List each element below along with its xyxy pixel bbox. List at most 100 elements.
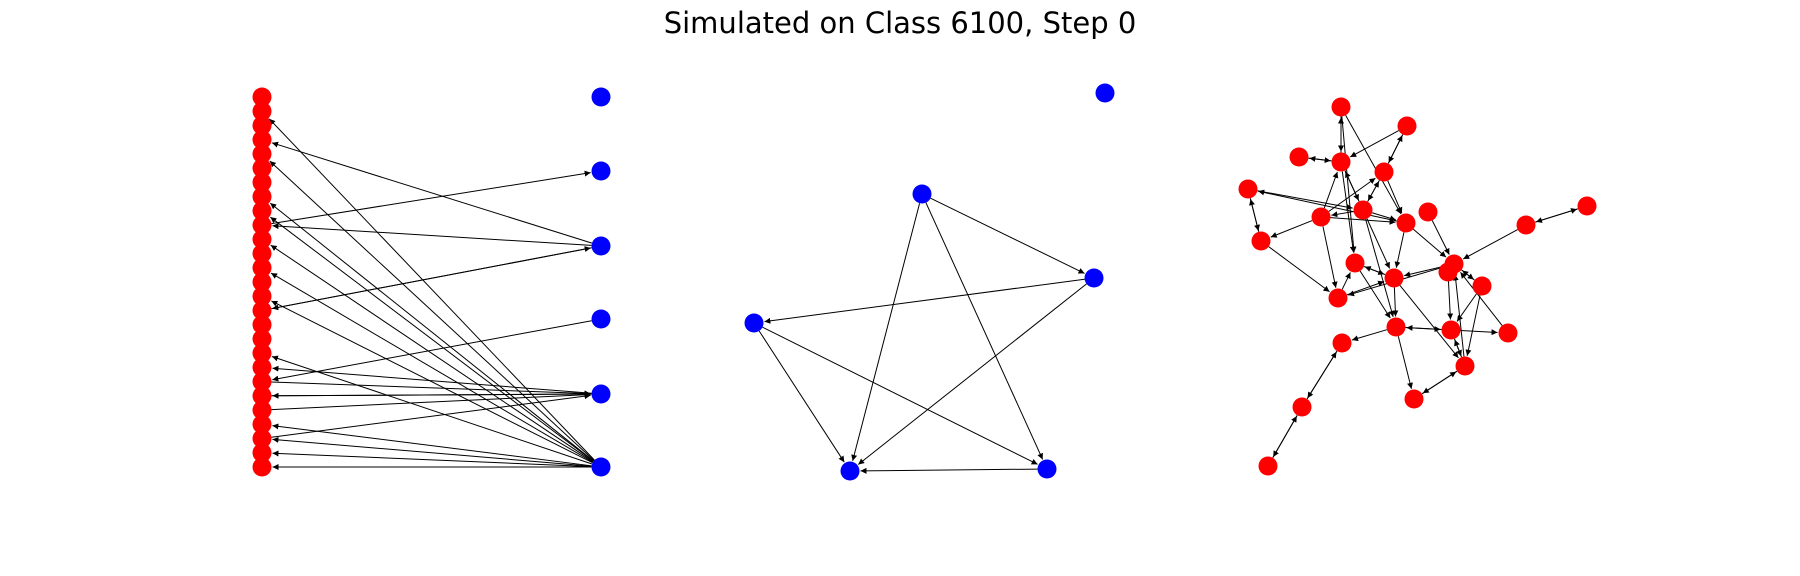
bipartite-edge bbox=[272, 223, 592, 246]
bipartite-node bbox=[252, 343, 272, 363]
blue-graph-edge bbox=[860, 467, 1038, 474]
bipartite-node bbox=[252, 414, 272, 434]
bipartite-edge bbox=[271, 393, 591, 438]
red-graph-node bbox=[1292, 397, 1312, 417]
bipartite-edge bbox=[272, 450, 592, 468]
bipartite-node bbox=[591, 384, 611, 404]
bipartite-edge bbox=[271, 391, 591, 398]
bipartite-edge bbox=[272, 423, 592, 467]
red-graph-node bbox=[1386, 317, 1406, 337]
bipartite-edge bbox=[272, 365, 592, 394]
bipartite-node bbox=[591, 161, 611, 181]
bipartite-node bbox=[252, 115, 272, 135]
red-graph-edge bbox=[1367, 180, 1380, 202]
bipartite-edge bbox=[271, 355, 593, 465]
bipartite-node bbox=[252, 101, 272, 121]
bipartite-node bbox=[252, 158, 272, 178]
red-graph-node bbox=[1441, 320, 1461, 340]
blue-graph-node bbox=[840, 461, 860, 481]
bipartite-node bbox=[252, 244, 272, 264]
red-graph-node bbox=[1331, 97, 1351, 117]
red-graph-edge bbox=[1394, 232, 1405, 268]
blue-graph-edge bbox=[762, 326, 1038, 465]
bipartite-edge bbox=[271, 246, 591, 310]
red-graph-edge bbox=[1397, 336, 1413, 389]
bipartite-node bbox=[252, 215, 272, 235]
bipartite-node bbox=[252, 258, 272, 278]
red-graph-node bbox=[1577, 196, 1597, 216]
red-graph-edge bbox=[1399, 285, 1459, 359]
red-graph-node bbox=[1332, 333, 1352, 353]
red-graph-edge bbox=[1270, 220, 1313, 238]
red-graph-edge bbox=[1306, 351, 1337, 400]
red-graph-edge bbox=[1331, 211, 1354, 218]
red-graph-edge bbox=[1349, 130, 1399, 158]
red-graph-edge bbox=[1387, 180, 1403, 214]
red-graph-edge bbox=[1322, 226, 1338, 288]
bipartite-node bbox=[252, 229, 272, 249]
red-graph-edge bbox=[1371, 212, 1397, 222]
bipartite-edge bbox=[271, 141, 593, 244]
red-graph-edge bbox=[1387, 135, 1403, 164]
figure-title: Simulated on Class 6100, Step 0 bbox=[663, 6, 1137, 40]
bipartite-node bbox=[252, 300, 272, 320]
red-graph-edge bbox=[1351, 329, 1388, 342]
red-graph-edge bbox=[1249, 199, 1260, 232]
red-graph-edge bbox=[1323, 171, 1339, 209]
red-graph-edge bbox=[1365, 219, 1395, 318]
red-graph-node bbox=[1289, 147, 1309, 167]
bipartite-node bbox=[252, 144, 272, 164]
red-graph-edge bbox=[1257, 190, 1353, 210]
red-graph-edge bbox=[1359, 270, 1391, 319]
red-graph-edge bbox=[1272, 414, 1298, 458]
red-graph-edge bbox=[1392, 287, 1399, 317]
bipartite-node bbox=[252, 372, 272, 392]
blue-graph-node bbox=[1095, 83, 1115, 103]
bipartite-edge bbox=[269, 160, 595, 461]
red-graph-edge bbox=[1404, 265, 1445, 278]
bipartite-edge bbox=[272, 320, 592, 382]
red-graph-edge bbox=[1452, 274, 1465, 357]
red-graph-edge bbox=[1447, 281, 1454, 320]
bipartite-edge bbox=[270, 216, 594, 462]
red-graph-node bbox=[1397, 116, 1417, 136]
red-graph-edge bbox=[1309, 155, 1332, 162]
red-graph-edge bbox=[1345, 115, 1402, 215]
red-graph-edge bbox=[1406, 324, 1442, 331]
bipartite-edge bbox=[270, 244, 594, 463]
red-graph-node bbox=[1328, 288, 1348, 308]
red-graph-edge bbox=[1461, 270, 1475, 281]
bipartite-node bbox=[252, 429, 272, 449]
red-graph-node bbox=[1311, 207, 1331, 227]
bipartite-node bbox=[591, 87, 611, 107]
red-graph-node bbox=[1258, 456, 1278, 476]
bipartite-edge bbox=[268, 118, 595, 461]
bipartite-node bbox=[591, 236, 611, 256]
blue-graph-node bbox=[912, 184, 932, 204]
blue-graph-edge bbox=[764, 278, 1085, 324]
red-graph-edge bbox=[1460, 271, 1503, 326]
bipartite-node bbox=[252, 87, 272, 107]
bipartite-node bbox=[252, 187, 272, 207]
bipartite-node bbox=[252, 201, 272, 221]
red-graph-node bbox=[1498, 323, 1518, 343]
red-graph-node bbox=[1404, 389, 1424, 409]
bipartite-graph-panel bbox=[252, 87, 611, 477]
red-graph-edge bbox=[1341, 171, 1356, 253]
bipartite-node bbox=[591, 309, 611, 329]
red-graph-edge bbox=[1366, 218, 1391, 269]
red-graph-node bbox=[1418, 202, 1438, 222]
bipartite-node bbox=[252, 357, 272, 377]
bipartite-edge bbox=[271, 381, 591, 397]
red-graph-edge bbox=[1454, 339, 1463, 358]
blue-graph-node bbox=[1084, 268, 1104, 288]
red-graph-edge bbox=[1412, 228, 1447, 258]
red-graph-edge bbox=[1341, 272, 1351, 290]
bipartite-edge bbox=[271, 391, 591, 411]
bipartite-node bbox=[252, 386, 272, 406]
bipartite-node bbox=[252, 272, 272, 292]
bipartite-edge bbox=[270, 272, 594, 463]
blue-graph-edge bbox=[758, 330, 845, 463]
blue-graph-node bbox=[1037, 459, 1057, 479]
